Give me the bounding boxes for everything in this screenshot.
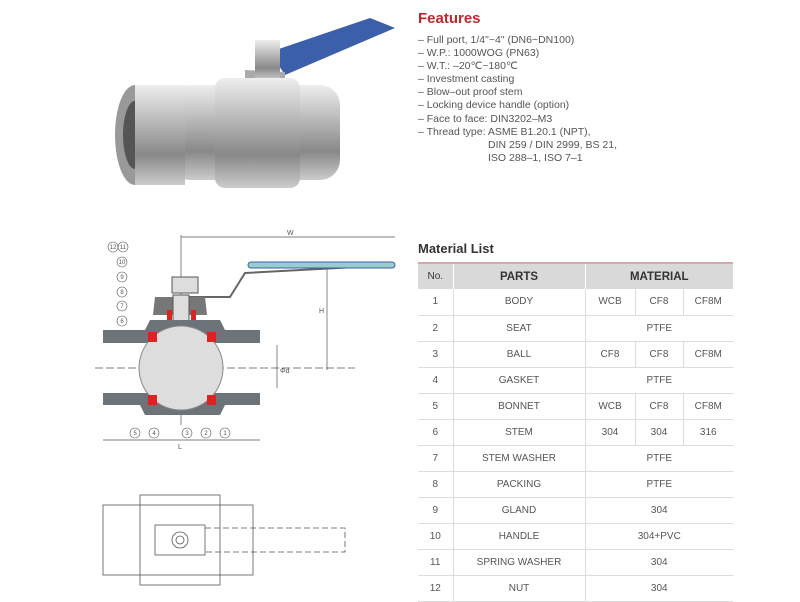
feature-item: – W.T.: –20℃~180℃ bbox=[418, 60, 518, 73]
row-number: 3 bbox=[418, 341, 454, 368]
part-callout: 4 bbox=[152, 431, 156, 437]
part-callout: 5 bbox=[133, 431, 137, 437]
material-list-heading: Material List bbox=[418, 241, 494, 256]
row-number: 6 bbox=[418, 419, 454, 446]
feature-item: DIN 259 / DIN 2999, BS 21, bbox=[418, 138, 617, 151]
material-cell: CF8M bbox=[682, 289, 733, 316]
material-cell: 304 bbox=[584, 497, 733, 524]
part-callout: 12 bbox=[110, 245, 117, 251]
row-number: 7 bbox=[418, 445, 454, 472]
material-cell: PTFE bbox=[584, 445, 733, 472]
valve-photo bbox=[115, 18, 395, 188]
part-name: SPRING WASHER bbox=[452, 549, 586, 576]
part-name: BONNET bbox=[452, 393, 586, 420]
material-cell: 304+PVC bbox=[584, 523, 733, 550]
material-cell: 304 bbox=[584, 575, 733, 602]
row-number: 11 bbox=[418, 549, 454, 576]
material-cell: 316 bbox=[682, 419, 733, 446]
part-callout: 8 bbox=[120, 290, 124, 296]
header-no: No. bbox=[418, 263, 453, 289]
feature-item: – Locking device handle (option) bbox=[418, 99, 570, 112]
features-list: – Full port, 1/4"~4" (DN6~DN100)– W.P.: … bbox=[418, 34, 617, 165]
material-cell: PTFE bbox=[584, 367, 733, 394]
row-number: 2 bbox=[418, 315, 454, 342]
material-cell: PTFE bbox=[584, 315, 733, 342]
dim-w-label: W bbox=[287, 230, 294, 237]
row-number: 1 bbox=[418, 289, 454, 316]
dim-l-label: L bbox=[178, 444, 182, 451]
material-cell: 304 bbox=[634, 419, 684, 446]
material-cell: WCB bbox=[584, 289, 636, 316]
part-name: BALL bbox=[452, 341, 586, 368]
material-cell: 304 bbox=[584, 419, 636, 446]
row-number: 8 bbox=[418, 471, 454, 498]
part-callout: 7 bbox=[120, 304, 124, 310]
row-number: 12 bbox=[418, 575, 454, 602]
top-view-drawing bbox=[102, 494, 346, 586]
part-callout: 11 bbox=[120, 245, 127, 251]
part-name: STEM bbox=[452, 419, 586, 446]
material-cell: CF8M bbox=[682, 393, 733, 420]
part-callout: 6 bbox=[120, 319, 124, 325]
part-name: PACKING bbox=[452, 471, 586, 498]
part-callout: 3 bbox=[185, 431, 189, 437]
section-drawing: W H Φd L 1 2 3 4 5 6 7 8 9 10 11 12 bbox=[95, 230, 396, 451]
header-parts: PARTS bbox=[452, 263, 585, 289]
part-name: GASKET bbox=[452, 367, 586, 394]
row-number: 4 bbox=[418, 367, 454, 394]
feature-item: – Investment casting bbox=[418, 73, 515, 86]
dim-d-label: Φd bbox=[280, 368, 290, 375]
part-name: STEM WASHER bbox=[452, 445, 586, 472]
row-number: 9 bbox=[418, 497, 454, 524]
part-name: GLAND bbox=[452, 497, 586, 524]
part-name: NUT bbox=[452, 575, 586, 602]
part-callout: 9 bbox=[120, 275, 124, 281]
feature-item: – Full port, 1/4"~4" (DN6~DN100) bbox=[418, 34, 575, 46]
features-heading: Features bbox=[418, 10, 481, 27]
material-cell: CF8 bbox=[634, 289, 684, 316]
feature-item: – Thread type: ASME B1.20.1 (NPT), bbox=[418, 125, 591, 138]
dim-h-label: H bbox=[319, 308, 324, 315]
header-material: MATERIAL bbox=[584, 263, 733, 289]
feature-item: – Blow–out proof stem bbox=[418, 86, 523, 99]
part-callout: 1 bbox=[223, 431, 227, 437]
material-cell: CF8M bbox=[682, 341, 733, 368]
material-cell: 304 bbox=[584, 549, 733, 576]
part-name: BODY bbox=[452, 289, 586, 316]
row-number: 5 bbox=[418, 393, 454, 420]
material-cell: PTFE bbox=[584, 471, 733, 498]
feature-item: – Face to face: DIN3202–M3 bbox=[418, 112, 553, 125]
feature-item: ISO 288–1, ISO 7–1 bbox=[418, 151, 583, 164]
part-callout: 10 bbox=[119, 260, 126, 266]
part-name: HANDLE bbox=[452, 523, 586, 550]
material-cell: CF8 bbox=[634, 341, 684, 368]
row-number: 10 bbox=[418, 523, 454, 550]
part-callout: 2 bbox=[204, 431, 208, 437]
material-cell: CF8 bbox=[634, 393, 684, 420]
material-cell: WCB bbox=[584, 393, 636, 420]
material-cell: CF8 bbox=[584, 341, 636, 368]
feature-item: – W.P.: 1000WOG (PN63) bbox=[418, 47, 540, 60]
part-name: SEAT bbox=[452, 315, 586, 342]
